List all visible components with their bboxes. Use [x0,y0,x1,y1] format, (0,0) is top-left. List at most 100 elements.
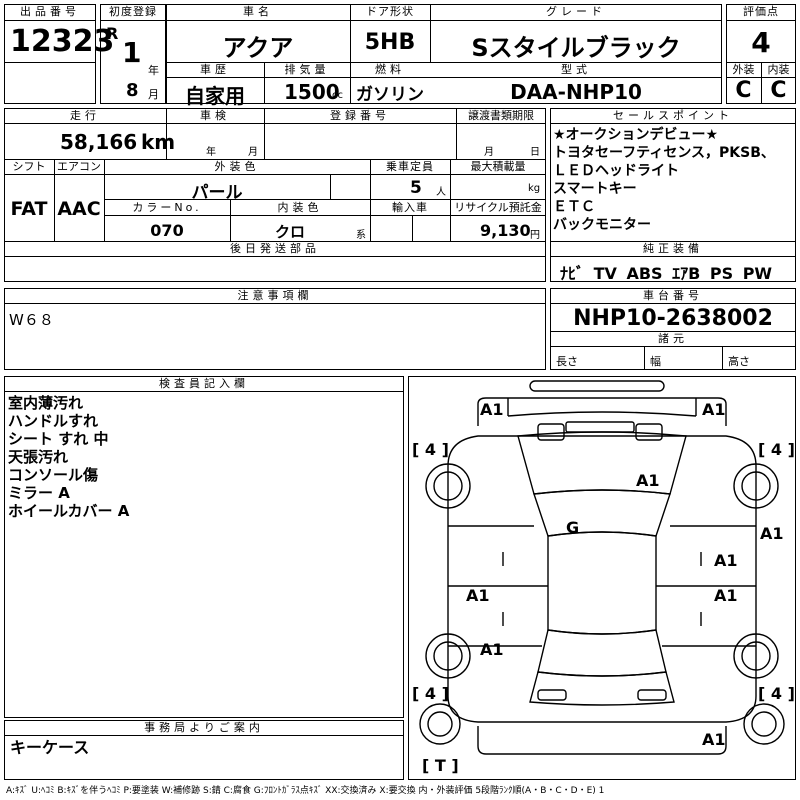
inspector-note: 天張汚れ [8,448,69,466]
exterior-grade: C [735,78,752,103]
inspection-year-unit: 年 [206,147,216,158]
score-label: 評価点 [743,5,779,18]
sales-point: ★オークションデビュー★ [553,127,719,143]
later-parts-label: 後日発送部品 [230,242,320,255]
caution-box [4,288,546,370]
inspection-month-unit: 月 [248,147,258,158]
recycle-label: リサイクル預託金 [454,201,542,214]
chassis-number: NHP10-2638002 [573,306,773,331]
inspector-note: 室内薄汚れ [8,394,84,412]
damage-mark: A1 [480,400,504,419]
shift-label: シフト [12,160,46,173]
lot-label: 出品番号 [20,5,80,18]
damage-mark: A1 [714,586,738,605]
legend: A:ｷｽﾞ U:ﾍｺﾐ B:ｷｽﾞを伴うﾍｺﾐ P:要塗装 W:補修跡 S:錆 … [6,786,605,796]
color-no: 070 [150,221,184,240]
sales-point: スマートキー [553,181,637,197]
interior-label: 内装 [767,63,790,76]
chassis-box [550,288,796,370]
damage-mark: A1 [702,730,726,749]
transfer-month-unit: 月 [484,147,494,158]
mileage: 58,166 [60,130,138,154]
mileage-unit: km [141,130,176,154]
fuel: ガソリン [356,85,424,105]
model: DAA-NHP10 [510,80,642,104]
color-no-label: カラーNo. [132,201,202,214]
damage-mark: A1 [480,640,504,659]
lot-box [4,4,96,104]
equipment-items: ﾅﾋﾞ TV ABS ｴｱB PS PW [560,264,773,283]
door-type: 5HB [364,30,416,55]
shift: FAT [10,198,48,220]
first-reg-label: 初度登録 [109,5,157,18]
reg-year: 1 [122,36,142,69]
capacity-label: 乗車定員 [386,160,434,173]
exterior-label: 外装 [732,63,755,76]
era: R [106,24,119,43]
model-label: 型式 [561,63,591,76]
recycle-unit: 円 [530,230,540,241]
tire-value: 4 [424,684,437,703]
history-label: 車歴 [200,63,230,76]
mileage-label: 走行 [70,109,100,122]
sales-point: バックモニター [553,217,651,233]
equipment-label: 純正装備 [643,242,703,255]
import-label: 輸入車 [392,201,428,214]
tire-value: 4 [424,440,437,459]
inspector-label: 検査員記入欄 [159,377,249,390]
inspector-notes: 室内薄汚れ ハンドルすれ シート すれ 中 天張汚れ コンソール傷 ミラー A … [8,394,398,520]
tire-tread-front-right: [ 4 ] [758,440,795,459]
tire-value: 4 [770,684,783,703]
lot-number: 12323 [10,24,115,59]
sales-point: ＬＥＤヘッドライト [553,163,679,179]
office-label: 事務局よりご案内 [144,721,264,734]
inspector-note: ミラー A [8,484,70,502]
door-label: ドア形状 [366,5,414,18]
tire-value: 4 [770,440,783,459]
grade-label: グレード [546,5,606,18]
damage-mark: A1 [636,471,660,490]
score: 4 [751,26,771,59]
damage-mark: A1 [466,586,490,605]
sales-points-box [550,108,796,282]
color-label: 外装色 [214,160,260,173]
inspector-note: ハンドルすれ [8,412,99,430]
damage-mark: A1 [760,524,784,543]
car-outline [419,380,785,755]
grade: Sスタイルブラック [471,34,681,62]
damage-mark: A1 [714,551,738,570]
first-reg-box [100,4,166,104]
height-label: 高さ [728,355,750,368]
color: パール [191,183,243,203]
car-name: アクア [222,34,294,62]
history: 自家用 [185,84,245,108]
damage-mark: A1 [702,400,726,419]
inspector-note: コンソール傷 [8,466,99,484]
damage-mark: G [566,518,580,537]
fuel-label: 燃料 [375,63,405,76]
tire-tread-front-left: [ 4 ] [412,440,449,459]
dims-label: 諸元 [658,332,688,345]
displacement-label: 排気量 [284,63,330,76]
tire-tread-rear-right: [ 4 ] [758,684,795,703]
office-text: キーケース [10,738,90,757]
int-color-unit: 系 [356,230,366,241]
sales-points-list: ★オークションデビュー★ トヨタセーフティセンス，PKSB、 ＬＥＤヘッドライト… [553,126,795,234]
aircon-label: エアコン [57,160,101,173]
width-label: 幅 [650,355,661,368]
displacement-unit: cc [332,90,343,101]
length-label: 長さ [556,355,578,368]
details-box [4,108,546,282]
reg-month: 8 [126,80,139,101]
inspector-note: ホイールカバー A [8,502,130,520]
sales-point: ＥＴＣ [553,199,595,215]
aircon: AAC [57,198,101,220]
interior-grade: C [770,78,787,103]
chassis-label: 車台番号 [643,289,703,302]
caution-text: W６８ [9,311,54,329]
office-box [4,720,404,780]
capacity-unit: 人 [436,187,446,198]
spare-tire: [ T ] [422,756,459,775]
capacity: 5 [410,178,422,198]
transfer-day-unit: 日 [530,147,540,158]
